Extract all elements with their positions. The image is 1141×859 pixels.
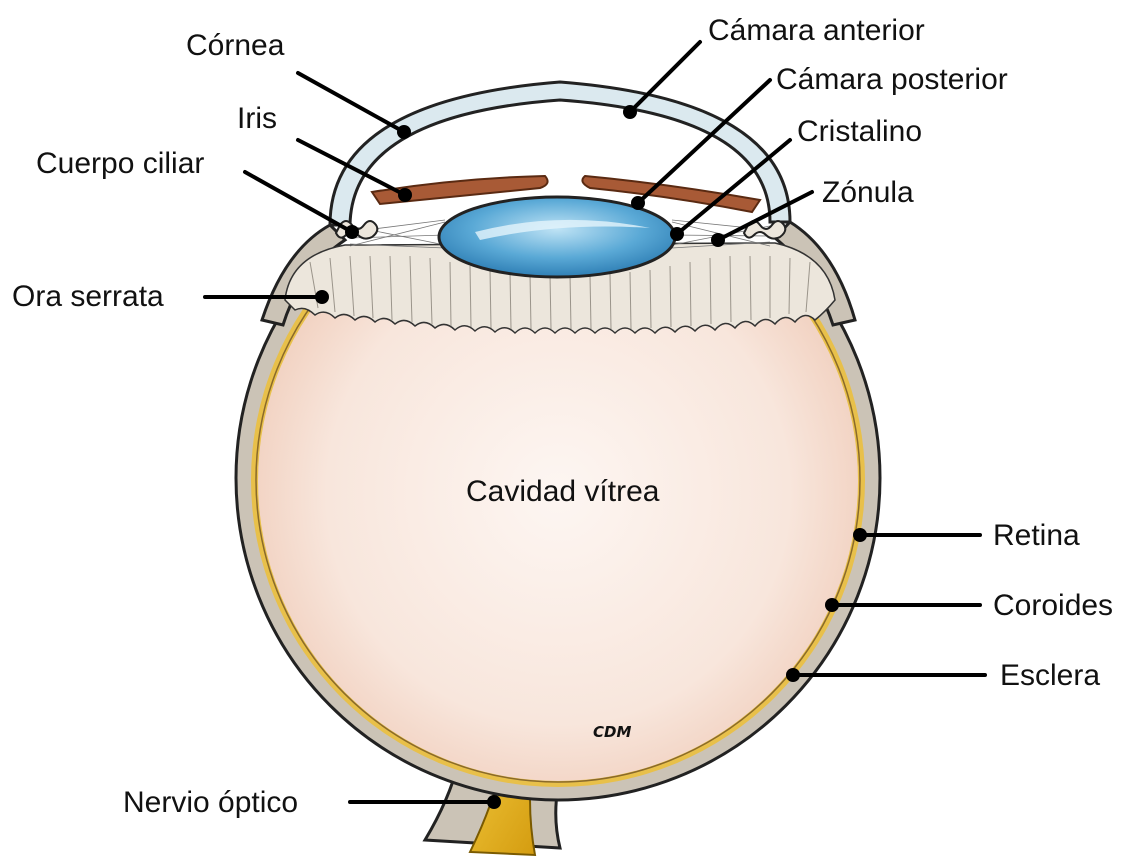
label-posterior-chamber: Cámara posterior	[776, 63, 1008, 96]
label-sclera: Esclera	[1000, 659, 1100, 692]
label-ora-serrata: Ora serrata	[12, 280, 164, 313]
label-zonule: Zónula	[822, 176, 914, 209]
label-cornea: Córnea	[186, 29, 285, 62]
dot-sclera	[786, 668, 800, 682]
dot-posterior	[631, 196, 645, 210]
dot-lens	[670, 227, 684, 241]
dot-anterior	[623, 105, 637, 119]
dot-iris	[398, 188, 412, 202]
dot-optic	[487, 795, 501, 809]
dot-cornea	[397, 125, 411, 139]
label-iris: Iris	[237, 102, 277, 135]
dot-choroid	[825, 598, 839, 612]
label-retina: Retina	[993, 519, 1080, 552]
dot-retina	[853, 528, 867, 542]
artist-signature: CDM	[593, 723, 631, 741]
label-lens: Cristalino	[797, 115, 922, 148]
label-vitreous-cavity: Cavidad vítrea	[466, 475, 660, 508]
label-choroid: Coroides	[993, 589, 1113, 622]
label-anterior-chamber: Cámara anterior	[708, 14, 925, 47]
dot-zonule	[711, 233, 725, 247]
dot-ora	[315, 290, 329, 304]
label-ciliary-body: Cuerpo ciliar	[36, 147, 204, 180]
label-optic-nerve: Nervio óptico	[123, 786, 298, 819]
dot-ciliary	[345, 225, 359, 239]
